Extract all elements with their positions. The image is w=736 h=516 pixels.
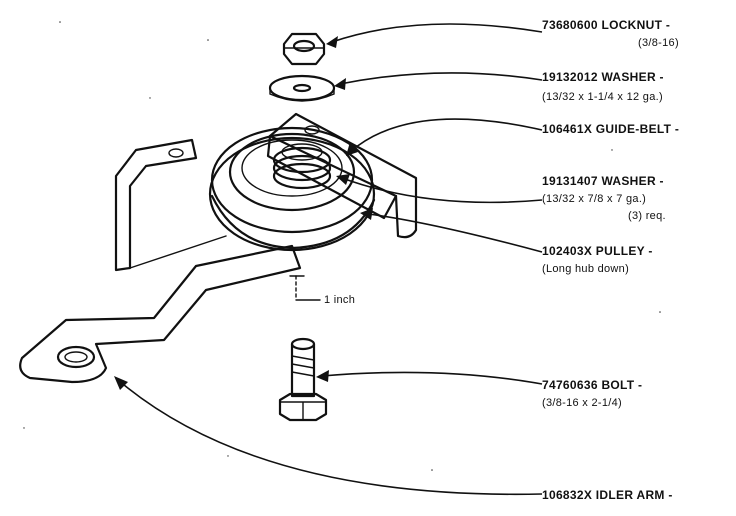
part-number: 106832X	[542, 488, 593, 502]
dimension-marker	[289, 275, 321, 301]
part-number: 74760636	[542, 378, 598, 392]
idler-arm-drawing	[19, 138, 302, 384]
part-name: PULLEY -	[595, 244, 653, 258]
label-pulley: 102403X PULLEY -	[542, 244, 653, 258]
qty-washer-small: (3) req.	[628, 210, 666, 222]
part-number: 102403X	[542, 244, 593, 258]
dimension-label: 1 inch	[324, 294, 356, 306]
spec-locknut: (3/8-16)	[638, 37, 679, 49]
label-washer-small: 19131407 WASHER -	[542, 174, 664, 188]
part-name: LOCKNUT -	[601, 18, 671, 32]
bolt-drawing	[278, 337, 328, 422]
spec-pulley: (Long hub down)	[542, 263, 630, 275]
label-guide-belt: 106461X GUIDE-BELT -	[542, 122, 679, 136]
part-number: 106461X	[542, 122, 593, 136]
part-number: 19132012	[542, 70, 598, 84]
spec-bolt: (3/8-16 x 2-1/4)	[542, 397, 623, 409]
spec-washer-small: (13/32 x 7/8 x 7 ga.)	[542, 193, 647, 205]
label-bolt: 74760636 BOLT -	[542, 378, 642, 392]
guide-belt-drawing	[266, 112, 418, 239]
label-locknut: 73680600 LOCKNUT -	[542, 18, 670, 32]
part-name: GUIDE-BELT -	[595, 122, 680, 136]
washer-large-drawing	[268, 74, 336, 102]
part-name: WASHER -	[601, 70, 664, 84]
label-washer-large: 19132012 WASHER -	[542, 70, 664, 84]
part-name: WASHER -	[601, 174, 664, 188]
part-name: BOLT -	[601, 378, 643, 392]
part-name: IDLER ARM -	[595, 488, 673, 502]
label-idler-arm: 106832X IDLER ARM -	[542, 488, 673, 502]
spec-washer-large: (13/32 x 1-1/4 x 12 ga.)	[542, 91, 663, 103]
part-number: 19131407	[542, 174, 598, 188]
part-number: 73680600	[542, 18, 598, 32]
scan-speckles	[23, 21, 661, 471]
leader-lines	[114, 23, 543, 496]
pulley-drawing	[208, 126, 376, 252]
locknut-drawing	[282, 32, 326, 66]
